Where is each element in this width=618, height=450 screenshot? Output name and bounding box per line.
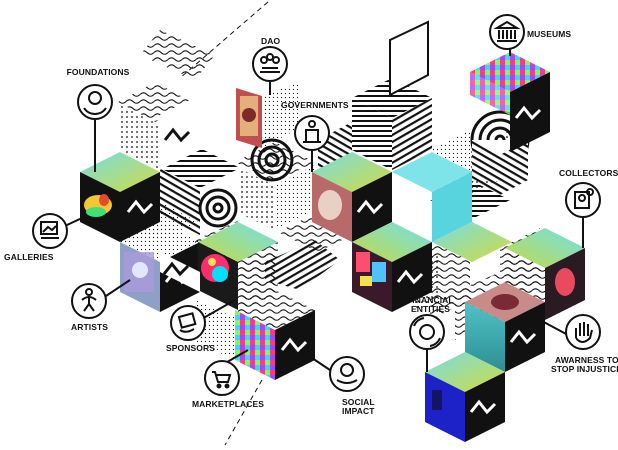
cyan-tile (432, 222, 512, 262)
raised-hand-icon (565, 314, 601, 350)
cube-museums (470, 52, 550, 152)
artist-figure-icon (71, 283, 107, 319)
gallery-easel-icon (32, 213, 68, 249)
label-sponsors: SPONSORS (166, 343, 215, 353)
label-stop-injustice: STOP INJUSTICE (551, 364, 618, 374)
label-marketplaces: MARKETPLACES (192, 399, 265, 409)
picture-frame-icon (565, 182, 601, 218)
label-artists: ARTISTS (71, 322, 109, 332)
label-museums: MUSEUMS (527, 29, 572, 39)
label-galleries: GALLERIES (4, 252, 54, 262)
label-governments: GOVERNMENTS (281, 100, 349, 110)
cube-foundations (80, 152, 160, 242)
label-financial: FINANCIAL (407, 295, 454, 305)
dashed-guides (179, 1, 269, 446)
label-social: SOCIAL (342, 397, 375, 407)
coin-arrows-icon (409, 314, 445, 350)
globe-hand-icon (329, 356, 365, 392)
cube-finance-upper (465, 282, 545, 372)
hands-globe-icon (77, 84, 113, 120)
label-entities: ENTITIES (411, 304, 451, 314)
cube-sponsors (198, 222, 278, 310)
people-group-icon (252, 46, 288, 82)
label-impact: IMPACT (342, 406, 375, 416)
label-awarness: AWARNESS TO (555, 355, 618, 365)
podium-icon (294, 115, 330, 151)
cubes (80, 52, 585, 442)
shopping-cart-icon (204, 360, 240, 396)
cube-governments (312, 152, 392, 242)
label-dao: DAO (261, 36, 281, 46)
cube-finance-lower (425, 352, 505, 442)
label-collectors: COLLECTORS (559, 168, 618, 178)
outline-cube (389, 20, 429, 97)
money-hand-icon (170, 305, 206, 341)
museum-building-icon (489, 14, 525, 50)
label-foundations: FOUNDATIONS (66, 67, 130, 77)
cyan-tile (432, 172, 472, 242)
cube-marketplaces (235, 290, 315, 380)
icons (32, 14, 601, 396)
cube-dao (236, 82, 300, 148)
cube-center (352, 222, 432, 312)
